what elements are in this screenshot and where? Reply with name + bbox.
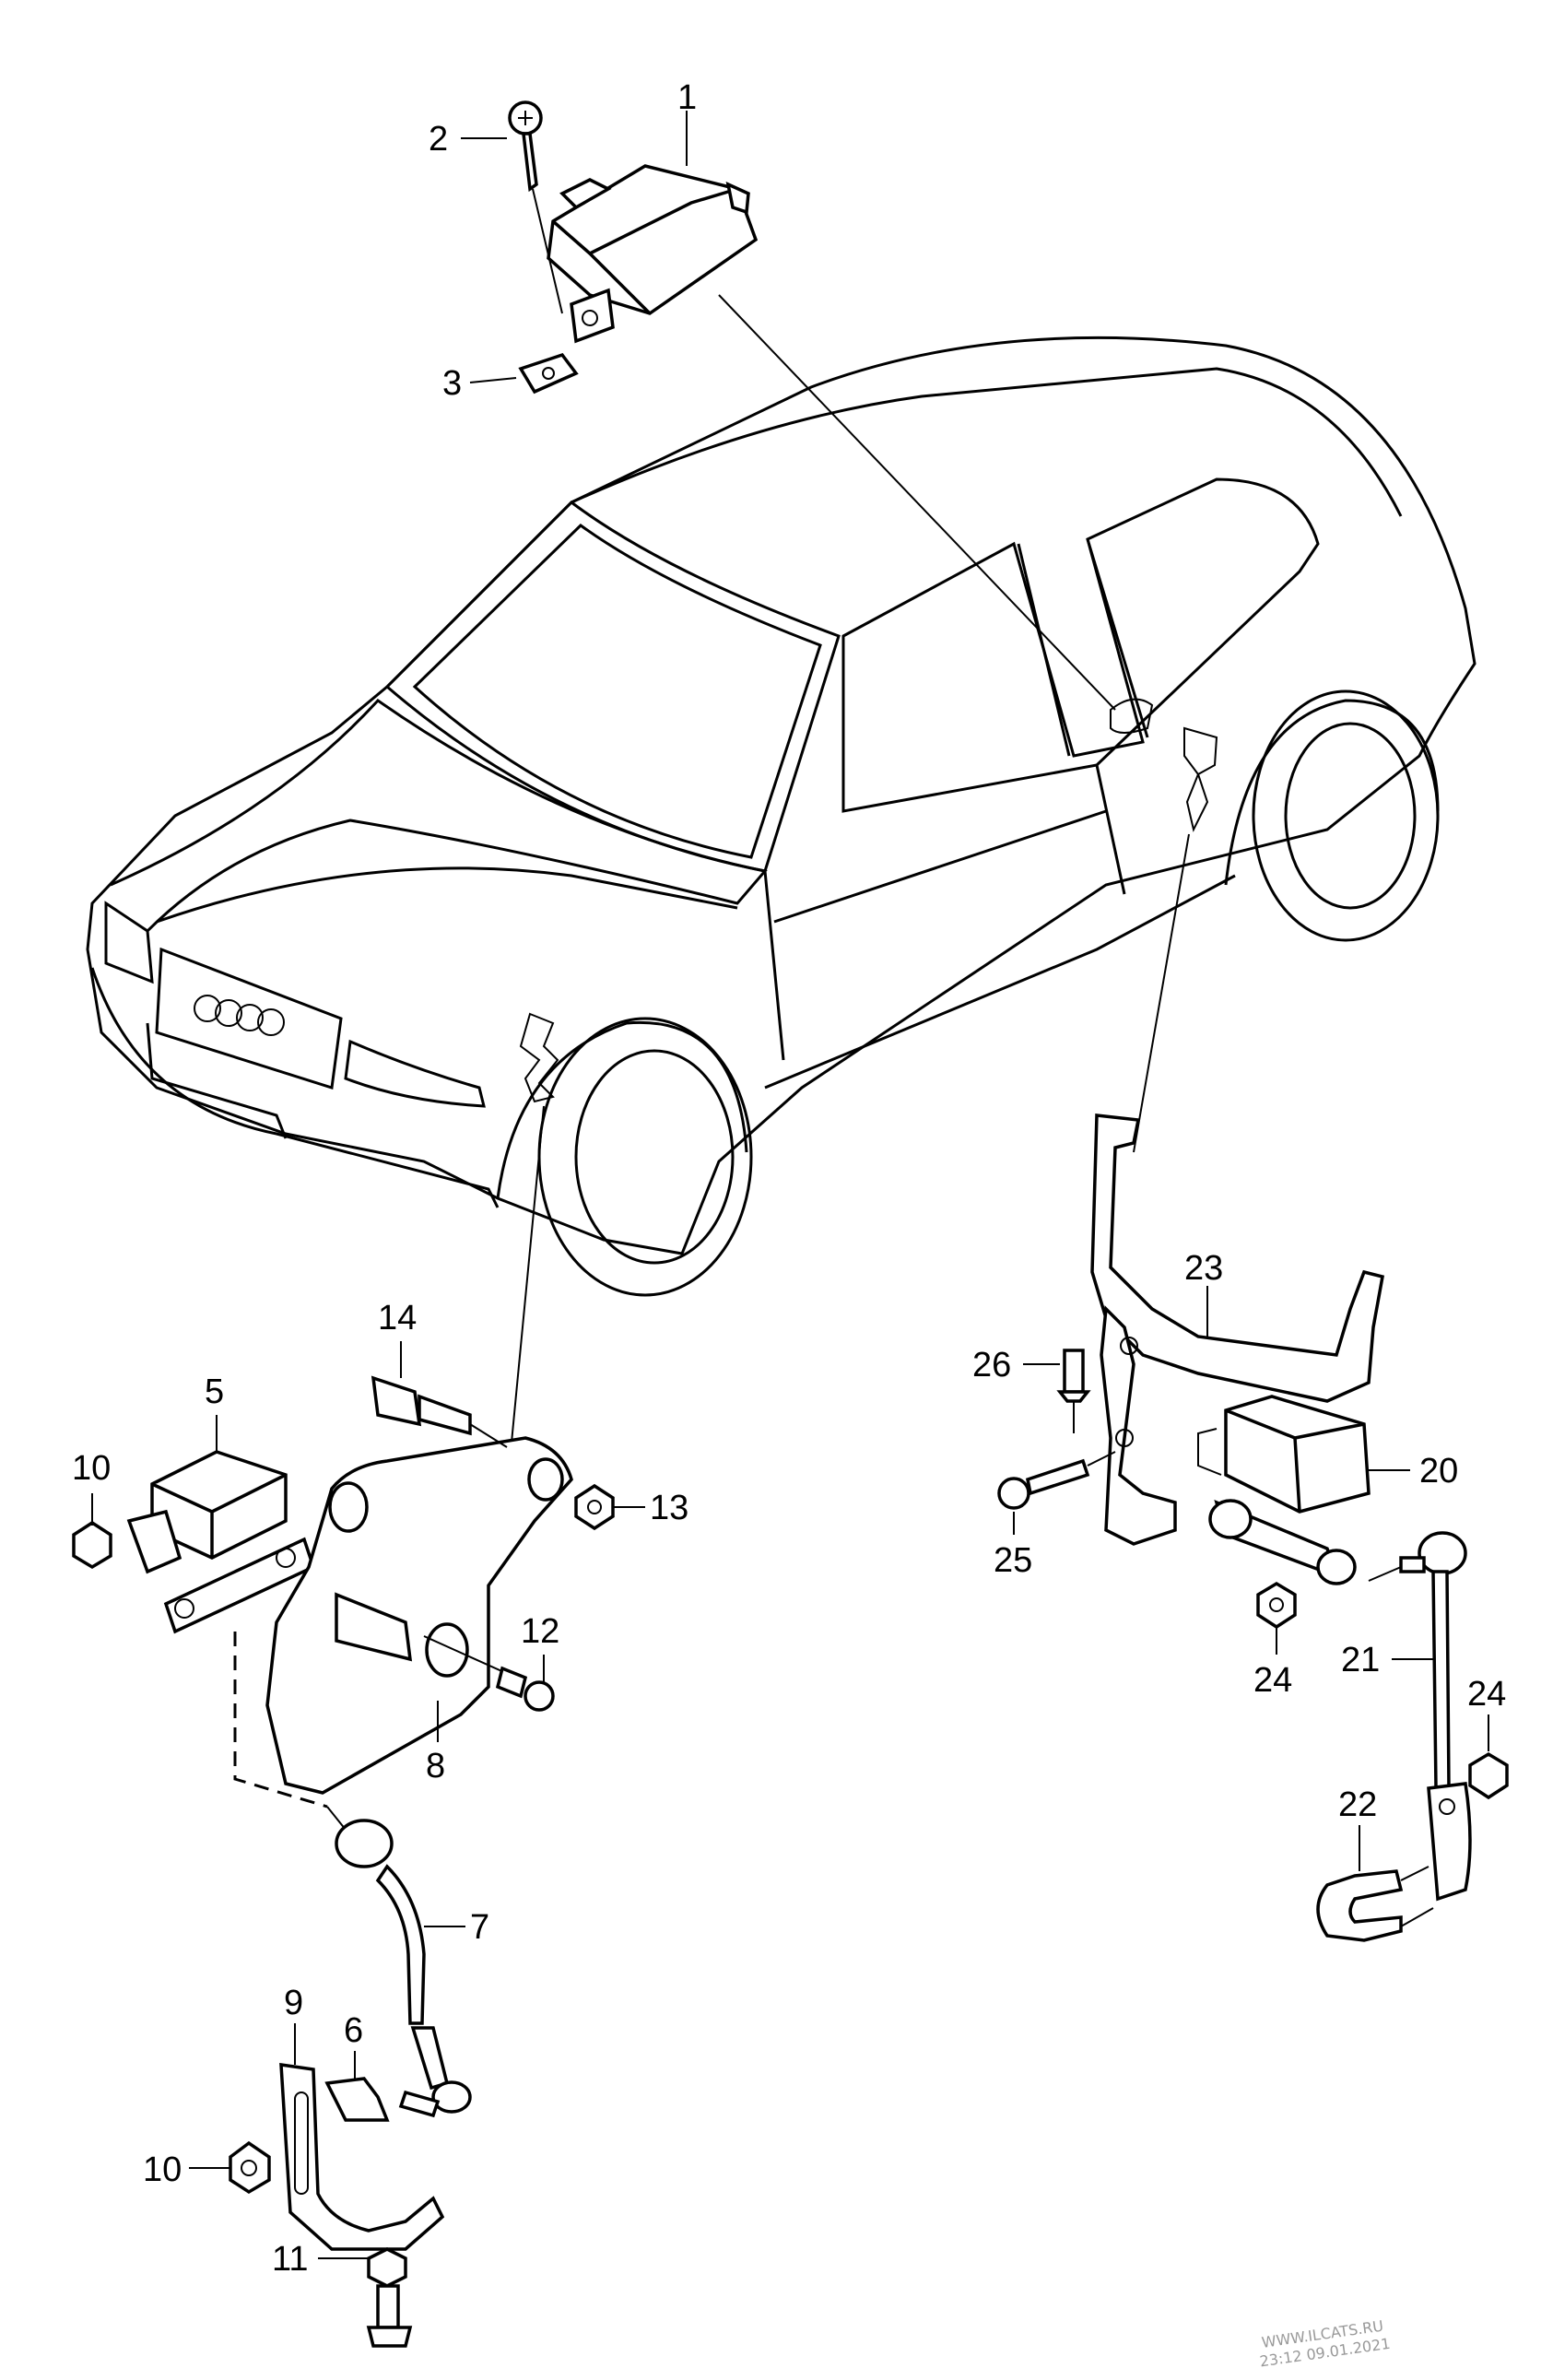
label-5: 5 [205, 1373, 224, 1411]
label-14: 14 [378, 1299, 417, 1337]
part-nut-13 [574, 1483, 615, 1531]
part-link-rod-7 [326, 1806, 472, 2118]
part-rear-sensor-20 [1197, 1395, 1371, 1585]
part-bracket-9 [279, 2062, 445, 2251]
label-10-lower: 10 [143, 2150, 182, 2189]
label-24-upper: 24 [1253, 1661, 1292, 1700]
part-screw-2 [508, 100, 563, 314]
part-clamp-6 [324, 2077, 390, 2122]
part-nut-24-upper [1256, 1581, 1297, 1630]
label-8: 8 [426, 1747, 445, 1785]
part-screw-12 [423, 1635, 555, 1712]
watermark: WWW.ILCATS.RU 23:12 09.01.2021 [1259, 2317, 1392, 2371]
label-21: 21 [1341, 1641, 1380, 1679]
dashed-link-front [233, 1632, 328, 1809]
label-10-upper: 10 [72, 1449, 111, 1488]
label-25: 25 [994, 1541, 1032, 1580]
label-9: 9 [284, 1984, 303, 2022]
label-1: 1 [677, 78, 697, 117]
label-6: 6 [344, 2011, 363, 2050]
part-clamp-22 [1316, 1866, 1434, 1942]
label-12: 12 [521, 1612, 559, 1651]
part-rivet-26 [1056, 1349, 1091, 1433]
part-front-sensor-5 [126, 1450, 316, 1634]
label-26: 26 [972, 1346, 1011, 1384]
part-control-unit [547, 164, 759, 344]
part-bracket-23 [1090, 1113, 1385, 1546]
label-2: 2 [429, 120, 448, 159]
label-7: 7 [470, 1908, 489, 1947]
label-22: 22 [1338, 1785, 1377, 1824]
label-20: 20 [1419, 1452, 1458, 1490]
label-23: 23 [1184, 1249, 1223, 1288]
part-clip-nut-3 [518, 352, 579, 395]
part-bolt-14 [371, 1375, 508, 1448]
part-nut-24-lower [1468, 1751, 1509, 1800]
leader-lines [511, 294, 1190, 1443]
label-11: 11 [272, 2240, 308, 2279]
part-screw-25 [997, 1451, 1116, 1510]
part-labels: 1 2 3 5 10 14 13 12 8 7 6 9 10 11 23 26 … [72, 78, 1506, 2279]
car-illustration [86, 336, 1477, 1297]
part-bolt-11 [366, 2247, 413, 2348]
label-24-lower: 24 [1467, 1675, 1506, 1714]
part-bracket-8 [265, 1436, 573, 1795]
part-nut-10-upper [72, 1520, 112, 1570]
label-leaders [91, 111, 1489, 2259]
part-link-rod-21 [1368, 1531, 1472, 1902]
label-3: 3 [442, 364, 462, 403]
label-13: 13 [650, 1489, 688, 1527]
part-nut-10-lower [229, 2140, 271, 2195]
